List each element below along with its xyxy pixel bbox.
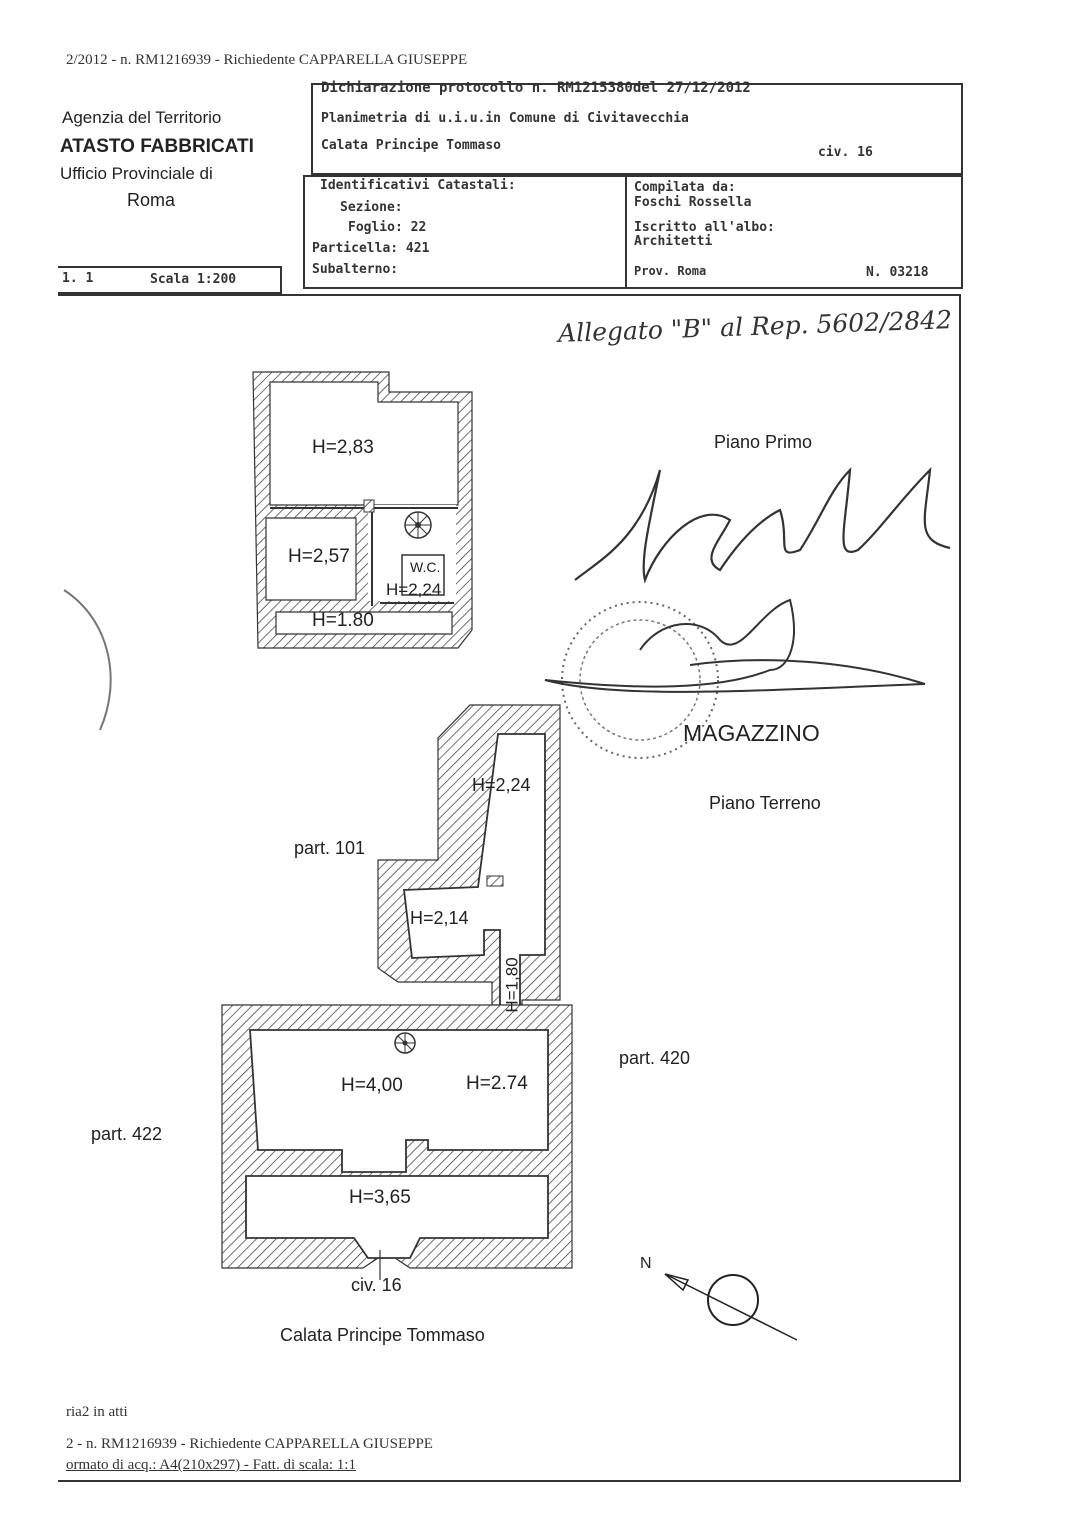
sheet-number-value: 1 xyxy=(85,271,94,286)
wc-room xyxy=(401,554,445,596)
ground-floor-front-room xyxy=(245,1175,549,1259)
cadastre-name: ATASTO FABBRICATI xyxy=(60,136,254,157)
registered: Architetti xyxy=(634,234,713,249)
registered-label: Iscritto all'albo: xyxy=(634,220,775,235)
room-height: H=1.80 xyxy=(312,610,374,631)
protocol-box xyxy=(311,83,963,175)
civic-number: civ. 16 xyxy=(351,1275,402,1295)
province: Prov. Roma xyxy=(634,264,707,278)
room-height: H=2,83 xyxy=(312,437,374,458)
room-height: H=2.74 xyxy=(466,1073,528,1094)
room-height: H=2,57 xyxy=(288,546,350,567)
scale-label: Scala 1:200 xyxy=(150,272,237,287)
floor-label-ground: Piano Terreno xyxy=(709,793,821,813)
identifiers-title: Identificativi Catastali: xyxy=(320,178,516,193)
handwritten-signature xyxy=(544,598,926,693)
identifiers-subalterno: Subalterno: xyxy=(312,262,399,277)
handwritten-signature xyxy=(574,467,951,584)
register-number: N. 03218 xyxy=(866,265,929,280)
stamp-remnant xyxy=(63,589,112,731)
protocol-plan: Planimetria di u.i.u.in Comune di Civita… xyxy=(321,111,689,126)
parcel-label: part. 420 xyxy=(619,1048,691,1068)
ground-floor-plan xyxy=(221,704,573,1280)
use-label: MAGAZZINO xyxy=(683,720,820,746)
sheet-number: 1. 1 xyxy=(62,271,94,286)
footer-note: ria2 in atti xyxy=(66,1404,128,1420)
footer-request: 2 - n. RM1216939 - Richiedente CAPPARELL… xyxy=(66,1436,433,1452)
parcel-label: part. 422 xyxy=(91,1124,163,1144)
room-height: H=2,24 xyxy=(472,775,531,795)
ground-floor-corridor xyxy=(402,733,546,1011)
sheet-scale-box xyxy=(58,266,282,294)
compiled-by: Foschi Rossella xyxy=(634,195,752,210)
top-request-line: 2/2012 - n. RM1216939 - Richiedente CAPP… xyxy=(66,52,468,68)
north-arrow-icon xyxy=(664,1273,798,1341)
agency-name: Agenzia del Territorio xyxy=(62,108,222,127)
door-mark xyxy=(363,499,375,513)
room-height: H=3,65 xyxy=(349,1187,411,1208)
office-name: Ufficio Provinciale di xyxy=(60,164,213,183)
identifiers-sezione: Sezione: xyxy=(340,200,403,215)
room-height: H=4,00 xyxy=(341,1075,403,1096)
protocol-street: Calata Principe Tommaso xyxy=(321,138,502,153)
identifiers-foglio: Foglio: 22 xyxy=(348,220,427,235)
parcel-label: part. 101 xyxy=(294,838,366,858)
street-name: Calata Principe Tommaso xyxy=(280,1325,485,1345)
room-height: H=2,24 xyxy=(386,580,442,599)
protocol-civic: civ. 16 xyxy=(818,145,873,160)
wc-label: W.C. xyxy=(410,559,441,575)
room-height: H=2,14 xyxy=(410,908,469,928)
footer-format: ormato di acq.: A4(210x297) - Fatt. di s… xyxy=(66,1457,356,1473)
room-height-vertical: H=1,80 xyxy=(502,957,522,1013)
compiled-by-label: Compilata da: xyxy=(634,180,736,195)
identifiers-particella: Particella: 421 xyxy=(312,241,430,256)
ground-floor-main-room xyxy=(249,1029,549,1173)
office-city: Roma xyxy=(127,190,176,210)
protocol-declaration: Dichiarazione protocollo n. RM1215380del… xyxy=(321,80,751,96)
spiral-stair-icon xyxy=(394,1032,416,1054)
drawing-frame xyxy=(58,294,961,1482)
door-mark xyxy=(486,875,504,887)
official-stamp xyxy=(561,601,719,759)
compiler-box xyxy=(625,175,963,289)
first-floor-plan xyxy=(252,371,473,649)
floor-label-first: Piano Primo xyxy=(714,432,813,452)
spiral-stair-icon xyxy=(404,511,432,539)
north-label: N xyxy=(640,1255,652,1272)
